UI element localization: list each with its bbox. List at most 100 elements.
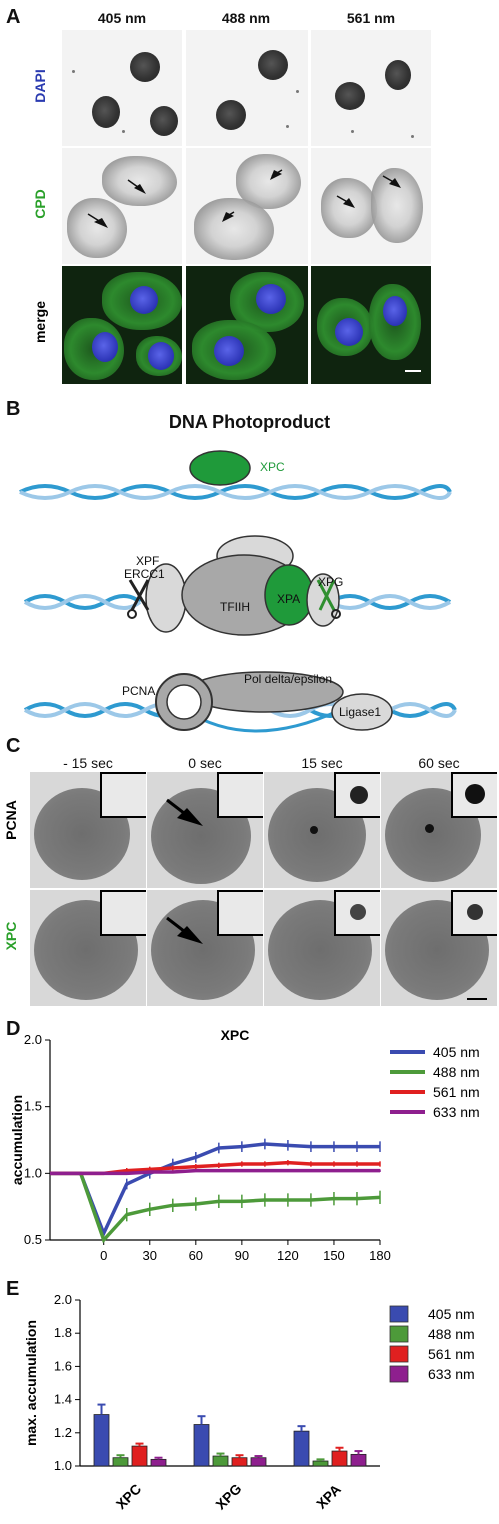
scissors-icon-right: [316, 579, 341, 619]
pcna-frame-2: [264, 772, 380, 888]
y-tick-label: 2.0: [24, 1032, 42, 1047]
pcna-frame-1: [147, 772, 263, 888]
time-header-1: 0 sec: [188, 755, 222, 771]
dapi-405-image: [62, 30, 182, 146]
dna-helix-1a: [19, 484, 452, 500]
legend-label: 488 nm: [428, 1326, 475, 1342]
cpd-488-image: [186, 148, 308, 264]
series-line-405-nm: [50, 1142, 380, 1238]
bar-XPG-633-nm: [250, 1457, 267, 1467]
y-tick-label: 1.8: [54, 1325, 72, 1340]
y-tick-label: 2.0: [54, 1292, 72, 1307]
x-tick-label: 120: [277, 1248, 299, 1263]
x-tick-label: 90: [235, 1248, 249, 1263]
label-xpc: XPC: [260, 460, 285, 474]
y-tick-label: 1.4: [54, 1392, 72, 1407]
label-ercc1: ERCC1: [124, 567, 165, 581]
category-label: XPC: [113, 1481, 145, 1513]
bar-XPG-405-nm: [193, 1424, 210, 1467]
bar-XPG-488-nm: [212, 1455, 229, 1467]
xpc-frame-3: [381, 890, 497, 1006]
x-tick-label: 30: [143, 1248, 157, 1263]
col-header-405: 405 nm: [97, 10, 147, 26]
col-header-488: 488 nm: [221, 10, 271, 26]
y-tick-label: 1.2: [54, 1425, 72, 1440]
series-line-488-nm: [50, 1171, 381, 1244]
label-pol: Pol delta/epsilon: [244, 672, 333, 686]
legend-label: 633 nm: [428, 1366, 475, 1382]
row-label-cpd: CPD: [32, 189, 48, 219]
x-tick-label: 150: [323, 1248, 345, 1263]
scale-bar-a: [405, 370, 421, 372]
bar-XPA-488-nm: [312, 1460, 329, 1467]
legend-swatch: [389, 1345, 409, 1363]
dapi-488-image: [186, 30, 308, 146]
merge-488-image: [186, 266, 308, 384]
panel-b-letter: B: [6, 398, 21, 420]
bar-XPC-633-nm: [150, 1458, 167, 1467]
y-tick-label: 0.5: [24, 1232, 42, 1247]
series-line-633-nm: [50, 1168, 380, 1176]
merge-561-image: [311, 266, 431, 384]
legend-label: 561 nm: [433, 1084, 480, 1100]
label-tfiih: TFIIH: [220, 600, 250, 614]
pcna-frame-3: [381, 772, 497, 888]
dna-helix-1b: [19, 484, 452, 500]
bar-XPC-561-nm: [131, 1445, 148, 1467]
ner-schematic: [19, 450, 457, 733]
x-axis-label: time [s]: [190, 1267, 240, 1270]
legend-label: 405 nm: [433, 1044, 480, 1060]
chart-d: XPC 0.5 1.0 1.5 2.0 0 30 60 90 120 150 180 time [s] a…: [9, 1027, 480, 1270]
x-tick-label: 60: [189, 1248, 203, 1263]
cpd-561-image: [311, 148, 431, 264]
bar-XPA-405-nm: [293, 1430, 310, 1467]
label-ligase1: Ligase1: [339, 705, 382, 719]
cpd-405-image: [62, 148, 182, 264]
scale-bar-c: [467, 998, 487, 1000]
dapi-561-image: [311, 30, 431, 146]
time-header-3: 60 sec: [418, 755, 460, 771]
time-header-2: 15 sec: [301, 755, 343, 771]
y-axis-label: accumulation: [9, 1095, 25, 1185]
y-axis-label: max. accumulation: [23, 1320, 39, 1446]
arrow-icon: [166, 916, 203, 944]
panel-d-letter: D: [6, 1018, 21, 1040]
panel-b-title: DNA Photoproduct: [168, 412, 331, 432]
y-tick-label: 1.0: [54, 1458, 72, 1473]
arrow-icon: [166, 798, 203, 826]
x-tick-label: 180: [369, 1248, 391, 1263]
bar-XPG-561-nm: [231, 1457, 248, 1467]
y-tick-label: 1.6: [54, 1358, 72, 1373]
x-tick-label: 0: [100, 1248, 107, 1263]
row-label-merge: merge: [32, 300, 48, 344]
xpc-frame-2: [264, 890, 380, 1006]
panel-e-letter: E: [6, 1278, 20, 1300]
row-label-xpc-c: XPC: [3, 921, 19, 951]
y-tick-label: 1.5: [24, 1099, 42, 1114]
ligase1-protein: [331, 693, 393, 731]
label-pcna: PCNA: [122, 684, 156, 698]
label-xpa: XPA: [277, 592, 301, 606]
row-label-pcna: PCNA: [3, 800, 19, 840]
panel-c-letter: C: [6, 735, 21, 757]
row-label-dapi: DAPI: [32, 69, 48, 103]
legend-swatch: [389, 1305, 409, 1323]
legend-label: 405 nm: [428, 1306, 475, 1322]
chart-d-title: XPC: [221, 1027, 250, 1043]
scissors-icon-left: [127, 579, 150, 619]
bar-XPC-405-nm: [93, 1414, 110, 1467]
legend-label: 561 nm: [428, 1346, 475, 1362]
xpc-frame-0: [30, 890, 146, 1006]
panel-a-letter: A: [6, 6, 21, 28]
label-xpf: XPF: [136, 554, 160, 568]
bar-XPA-561-nm: [331, 1450, 348, 1467]
y-tick-label: 1.0: [24, 1165, 42, 1180]
bar-XPA-633-nm: [350, 1453, 367, 1467]
pcna-frame-0: [30, 772, 146, 888]
label-xpg: XPG: [318, 575, 344, 589]
time-header-0: - 15 sec: [63, 755, 113, 771]
merge-405-image: [62, 266, 182, 384]
xpc-protein: [189, 450, 251, 486]
bar-XPC-488-nm: [112, 1457, 129, 1467]
